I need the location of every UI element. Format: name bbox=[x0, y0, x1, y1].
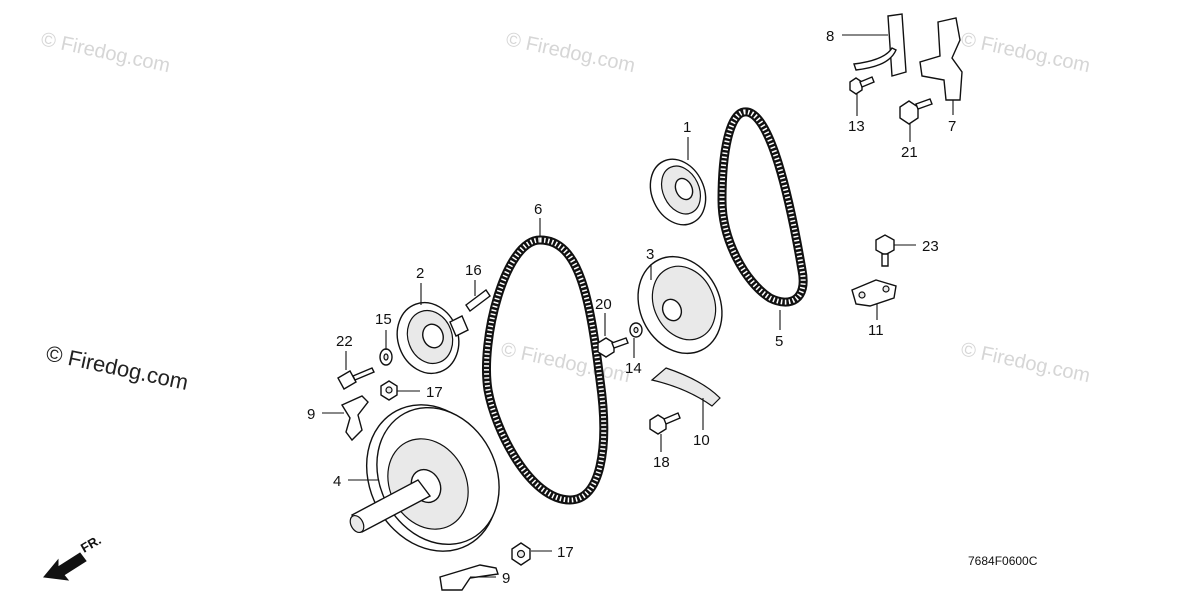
part-23-bolt bbox=[875, 234, 895, 267]
callout-1: 1 bbox=[683, 119, 691, 136]
callout-9-lower: 9 bbox=[502, 570, 510, 587]
part-13-bolt bbox=[849, 76, 875, 95]
watermark-middle-right: © Firedog.com bbox=[959, 338, 1092, 387]
part-9-bracket-upper bbox=[340, 395, 369, 442]
part-7-bracket bbox=[919, 17, 963, 101]
callout-5: 5 bbox=[775, 333, 783, 350]
callout-16: 16 bbox=[465, 262, 482, 279]
callout-15: 15 bbox=[375, 311, 392, 328]
part-11-clip bbox=[851, 279, 897, 307]
leader-lines bbox=[322, 34, 954, 578]
callout-23: 23 bbox=[922, 238, 939, 255]
part-22-bolt bbox=[337, 367, 375, 390]
watermark-top-left: © Firedog.com bbox=[39, 28, 172, 77]
diagram-code: 7684F0600C bbox=[968, 554, 1038, 568]
callout-7: 7 bbox=[948, 118, 956, 135]
callout-22: 22 bbox=[336, 333, 353, 350]
callout-9-upper: 9 bbox=[307, 406, 315, 423]
callout-18: 18 bbox=[653, 454, 670, 471]
callout-4: 4 bbox=[333, 473, 341, 490]
front-direction-label: FR. bbox=[78, 532, 104, 555]
part-10-belt-guide bbox=[650, 367, 721, 407]
part-9-bracket-lower bbox=[439, 564, 499, 591]
part-15-washer bbox=[379, 348, 393, 366]
callout-17-lower: 17 bbox=[557, 544, 574, 561]
part-16-pin bbox=[465, 288, 491, 313]
callout-11: 11 bbox=[868, 322, 884, 339]
part-17-nut-upper bbox=[380, 380, 398, 401]
callout-3: 3 bbox=[646, 246, 654, 263]
part-5-v-belt bbox=[717, 107, 808, 307]
watermark-top-center: © Firedog.com bbox=[504, 28, 637, 77]
callout-14: 14 bbox=[625, 360, 642, 377]
part-20-bolt bbox=[597, 337, 629, 358]
part-8-rod-bracket bbox=[853, 13, 907, 77]
part-3-pulley bbox=[637, 255, 723, 355]
callout-8: 8 bbox=[826, 28, 834, 45]
callout-17-upper: 17 bbox=[426, 384, 443, 401]
callouts: 1 2 3 4 5 6 7 8 9 9 10 11 13 14 15 16 17… bbox=[307, 28, 956, 587]
part-6-v-belt bbox=[482, 235, 609, 505]
part-4-drive-pulley bbox=[349, 404, 500, 552]
front-direction-arrow: FR. bbox=[43, 532, 104, 581]
watermark-left-dark: © Firedog.com bbox=[44, 340, 191, 395]
part-1-pulley bbox=[649, 158, 707, 226]
callout-2: 2 bbox=[416, 265, 424, 282]
part-14-washer bbox=[629, 322, 643, 338]
part-18-bolt bbox=[649, 412, 681, 435]
callout-10: 10 bbox=[693, 432, 710, 449]
watermark-top-right: © Firedog.com bbox=[959, 28, 1092, 77]
callout-20: 20 bbox=[595, 296, 612, 313]
callout-6: 6 bbox=[534, 201, 542, 218]
callout-13: 13 bbox=[848, 118, 865, 135]
part-21-bolt bbox=[899, 98, 933, 125]
part-17-nut-lower bbox=[511, 542, 531, 566]
part-2-idler-pulley bbox=[396, 301, 469, 375]
callout-21: 21 bbox=[901, 144, 918, 161]
